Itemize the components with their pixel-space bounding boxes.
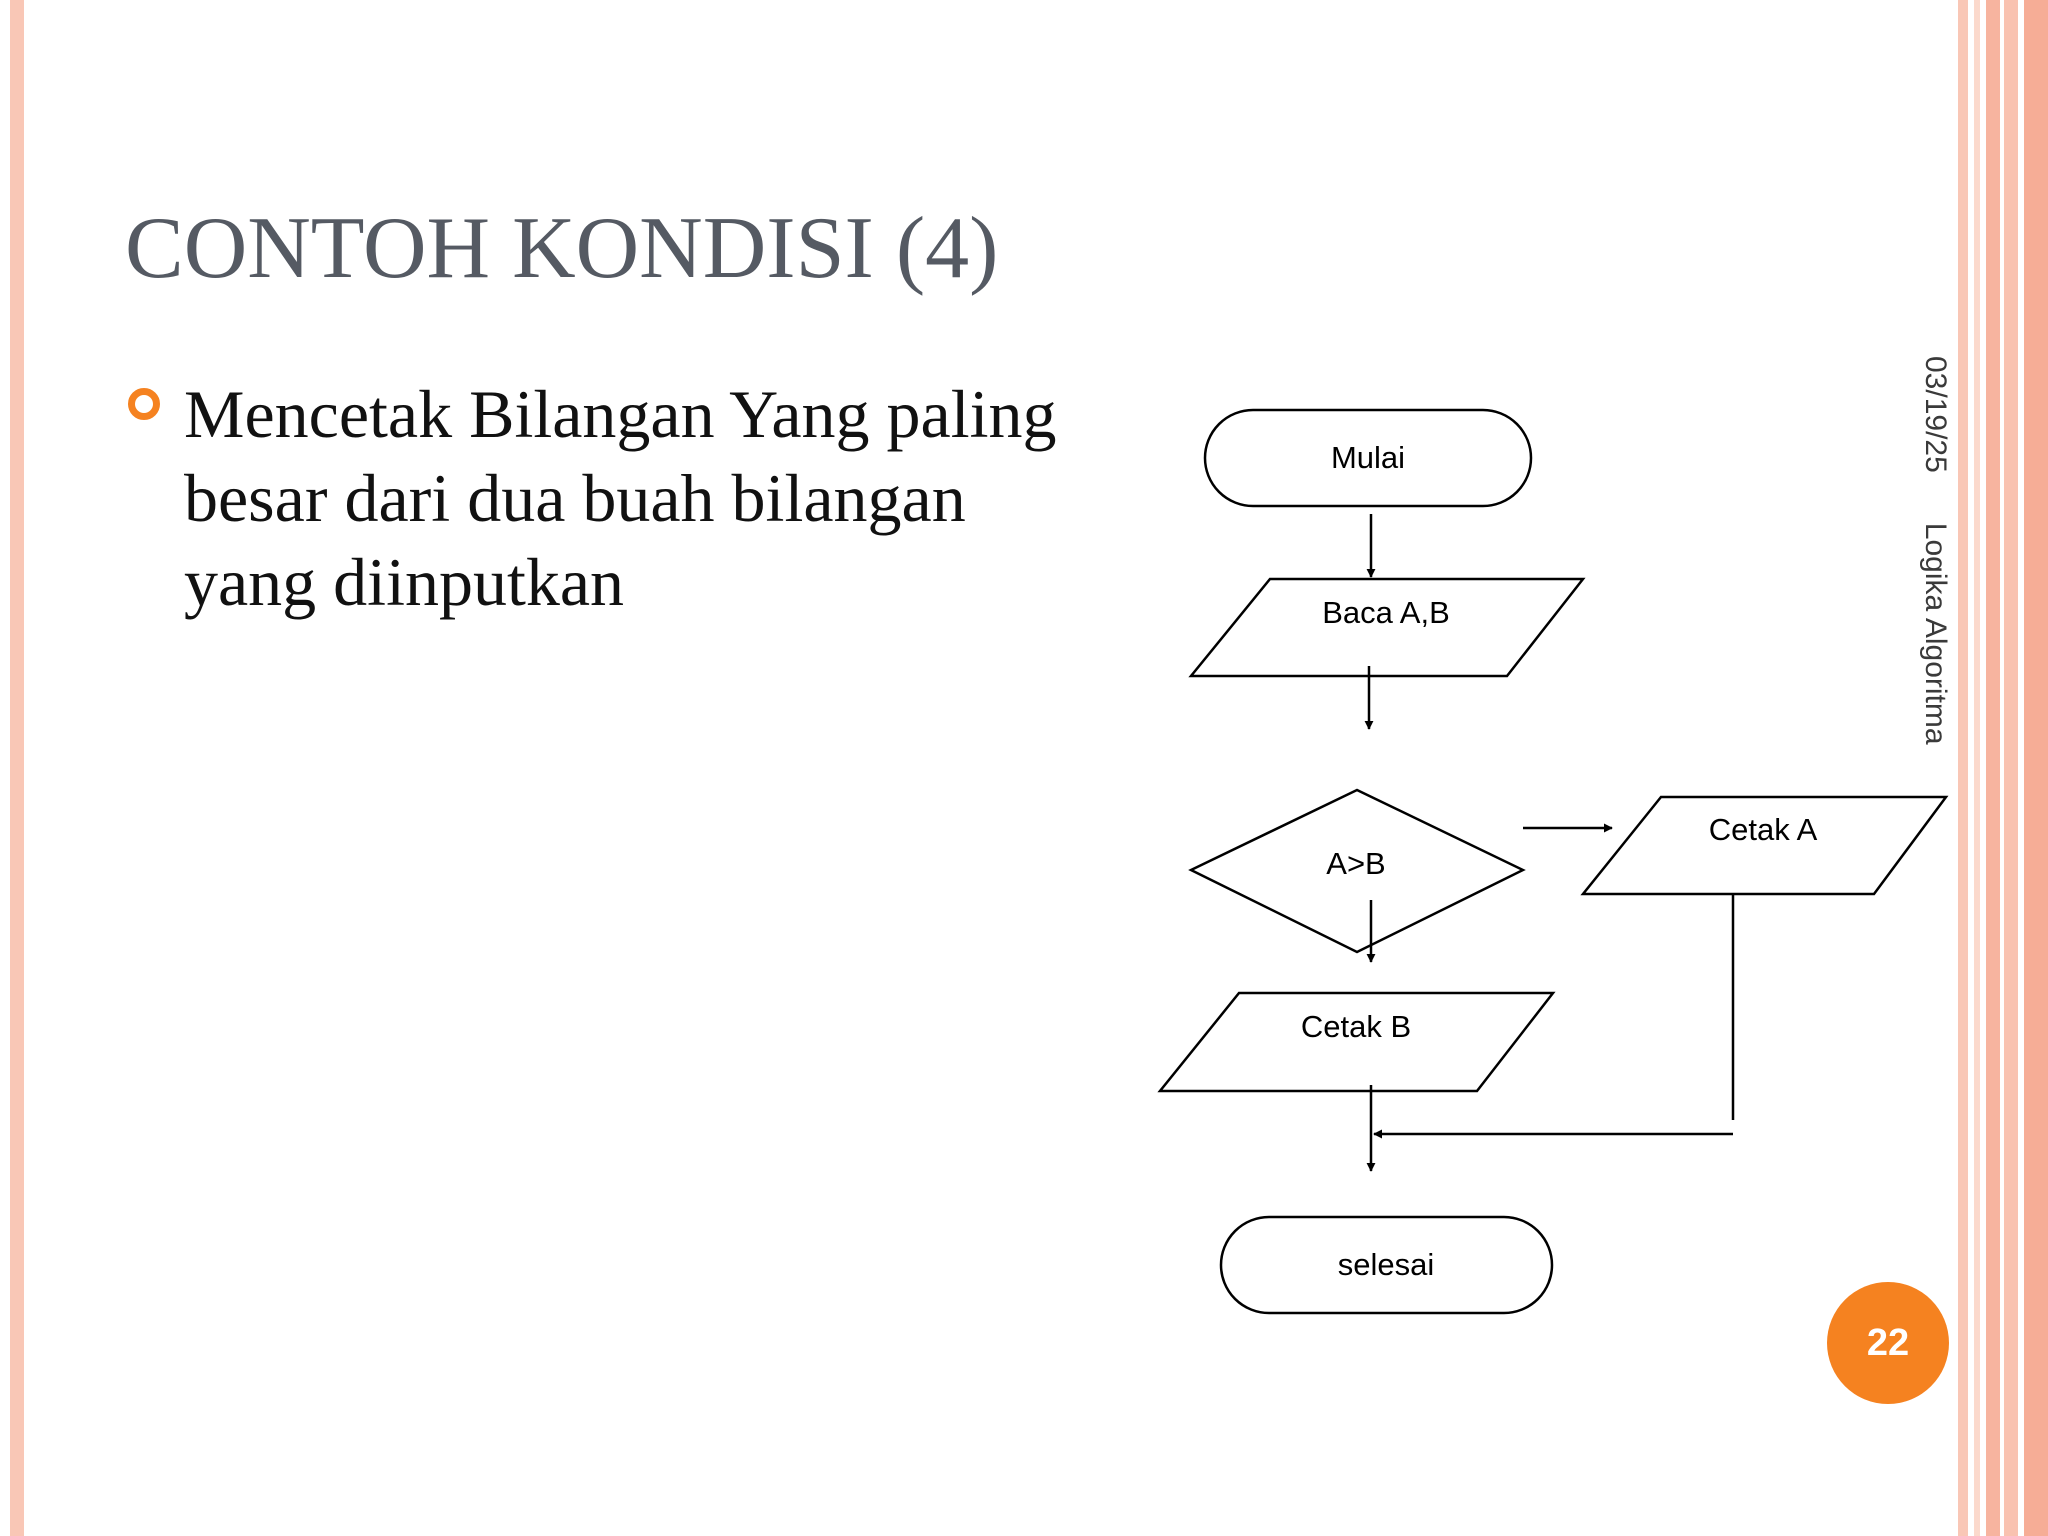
right-border-stripe-5 — [2024, 0, 2048, 1536]
bullet-circle-icon — [128, 388, 160, 420]
bullet-text: Mencetak Bilangan Yang paling besar dari… — [184, 376, 1057, 620]
slide-number-badge: 22 — [1827, 1282, 1949, 1404]
right-border-stripe-4 — [2004, 0, 2018, 1536]
end-terminator — [1219, 1215, 1554, 1315]
output-b-label: Cetak B — [1301, 1009, 1411, 1044]
right-border-stripe-2 — [1974, 0, 1980, 1536]
input-parallelogram — [1188, 577, 1586, 678]
start-label: Mulai — [1331, 440, 1405, 475]
decision-diamond — [1188, 788, 1526, 954]
slide-title: CONTOH KONDISI (4) — [125, 200, 999, 297]
decision-label: A>B — [1326, 846, 1385, 881]
output-a-parallelogram — [1580, 795, 1949, 896]
input-label: Baca A,B — [1322, 595, 1450, 630]
output-b-parallelogram — [1157, 991, 1556, 1093]
right-border-stripe-3 — [1986, 0, 2000, 1536]
right-border-stripe-1 — [1958, 0, 1968, 1536]
output-a-label: Cetak A — [1709, 812, 1818, 847]
end-label: selesai — [1338, 1247, 1435, 1282]
start-terminator — [1203, 408, 1533, 508]
left-border-stripe — [10, 0, 24, 1536]
